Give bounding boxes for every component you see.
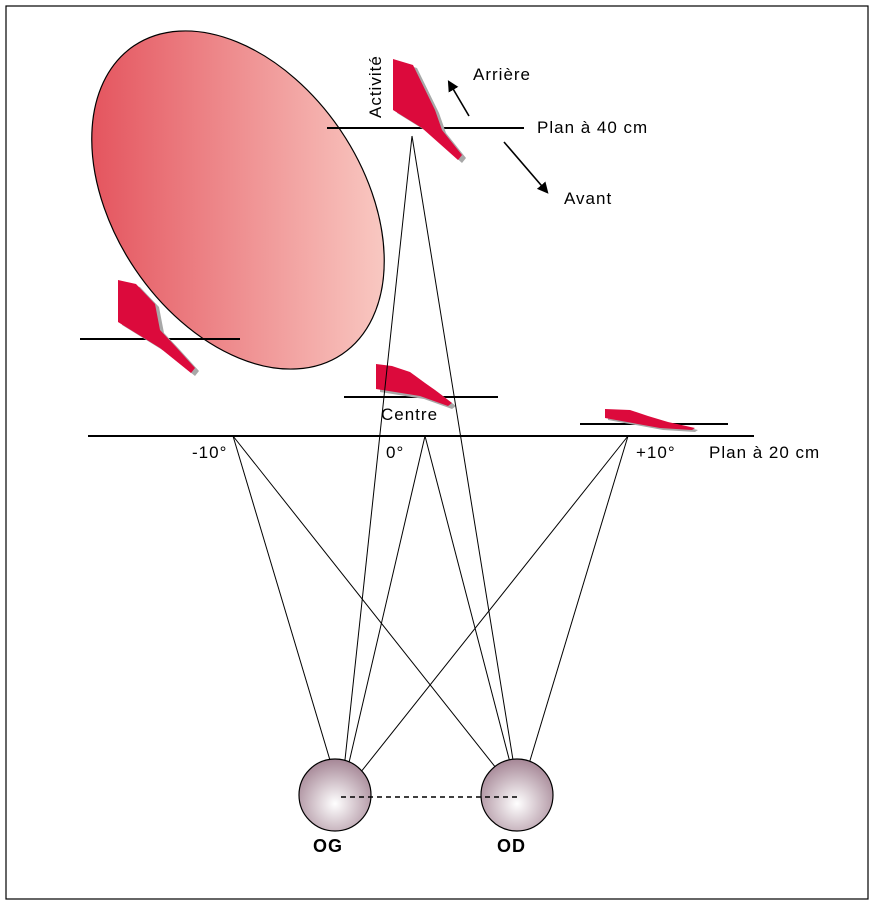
label-right-eye: OD <box>497 836 526 856</box>
right-activity-curve <box>605 409 698 432</box>
frame-border <box>5 5 869 900</box>
label-zero: 0° <box>386 443 404 462</box>
label-back: Arrière <box>473 65 531 84</box>
top-activity-curve <box>393 59 466 163</box>
label-minus10: -10° <box>192 443 227 462</box>
left-activity-curve <box>118 280 199 376</box>
label-plus10: +10° <box>636 443 676 462</box>
right-eye <box>480 758 554 832</box>
center-activity-curve <box>376 364 456 409</box>
label-left-eye: OG <box>313 836 343 856</box>
label-front: Avant <box>564 189 612 208</box>
label-activity: Activité <box>366 55 385 118</box>
left-eye <box>298 758 372 832</box>
label-plane-20: Plan à 20 cm <box>709 443 820 462</box>
arrow-back <box>447 80 470 117</box>
label-center: Centre <box>381 405 438 424</box>
arrow-front <box>503 141 549 194</box>
sight-lines <box>232 135 629 798</box>
panum-ellipse <box>91 30 385 370</box>
label-plane-40: Plan à 40 cm <box>537 118 648 137</box>
